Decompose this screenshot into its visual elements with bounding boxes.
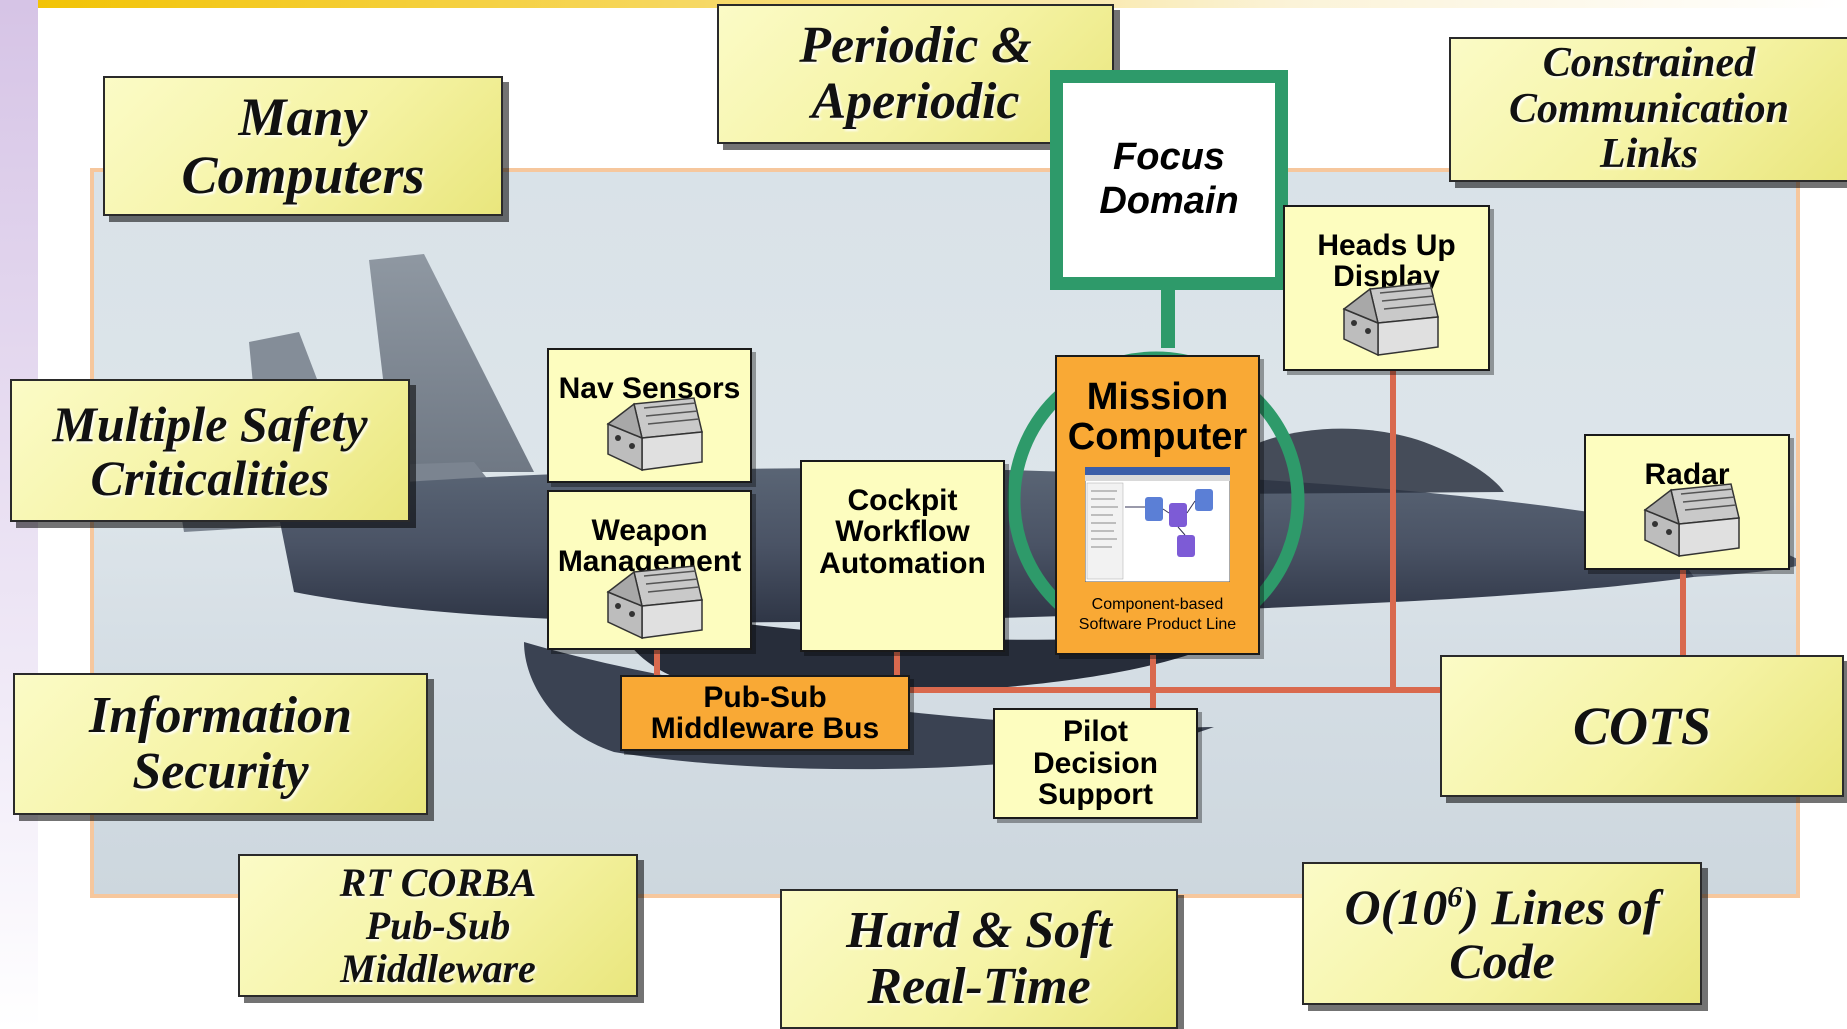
pilot-decision-box: Pilot Decision Support	[993, 708, 1198, 819]
tag-hard-soft-realtime: Hard & Soft Real-Time	[780, 889, 1178, 1029]
tag-constrained-links: Constrained Communication Links	[1449, 37, 1847, 182]
cockpit-workflow-box: Cockpit Workflow Automation	[800, 460, 1005, 652]
loc-exponent: 6	[1447, 879, 1463, 913]
mission-computer-title: Mission Computer	[1067, 375, 1248, 458]
cockpit-workflow-label: Cockpit Workflow Automation	[819, 483, 986, 580]
radar-box: Radar	[1584, 434, 1790, 570]
computer-unit-icon	[1643, 483, 1740, 558]
weapon-management-box: Weapon Management	[547, 490, 752, 650]
computer-unit-icon	[1342, 282, 1439, 357]
software-screenshot-icon	[1085, 467, 1230, 582]
tag-cots: COTS	[1440, 655, 1844, 797]
mission-computer-caption: Component-based Software Product Line	[1078, 596, 1237, 633]
computer-unit-icon	[606, 397, 703, 472]
mission-computer-box: Mission Computer Component-based Softwar…	[1055, 355, 1260, 655]
tag-many-computers: Many Computers	[103, 76, 503, 216]
loc-suffix: ) Lines of Code	[1449, 878, 1660, 989]
tag-information-security: Information Security	[13, 673, 428, 815]
tag-periodic-aperiodic: Periodic & Aperiodic	[717, 4, 1114, 144]
pilot-decision-label: Pilot Decision Support	[1032, 715, 1159, 812]
radar-label: Radar	[1644, 457, 1730, 491]
tag-multiple-safety: Multiple Safety Criticalities	[10, 379, 410, 522]
loc-prefix: O(10	[1344, 878, 1448, 935]
nav-sensors-box: Nav Sensors	[547, 348, 752, 483]
tag-rt-corba: RT CORBA Pub-Sub Middleware	[238, 854, 638, 997]
pubsub-bus-label: Pub-Sub Middleware Bus	[650, 680, 880, 745]
heads-up-display-box: Heads Up Display	[1283, 205, 1490, 371]
focus-domain-label: Focus Domain	[1099, 136, 1239, 222]
focus-domain-box: Focus Domain	[1050, 70, 1288, 290]
computer-unit-icon	[606, 565, 703, 640]
tag-lines-of-code: O(106) Lines of Code	[1302, 862, 1702, 1005]
weapon-management-label: Weapon Management	[557, 513, 742, 579]
pubsub-middleware-bus: Pub-Sub Middleware Bus	[620, 675, 910, 751]
